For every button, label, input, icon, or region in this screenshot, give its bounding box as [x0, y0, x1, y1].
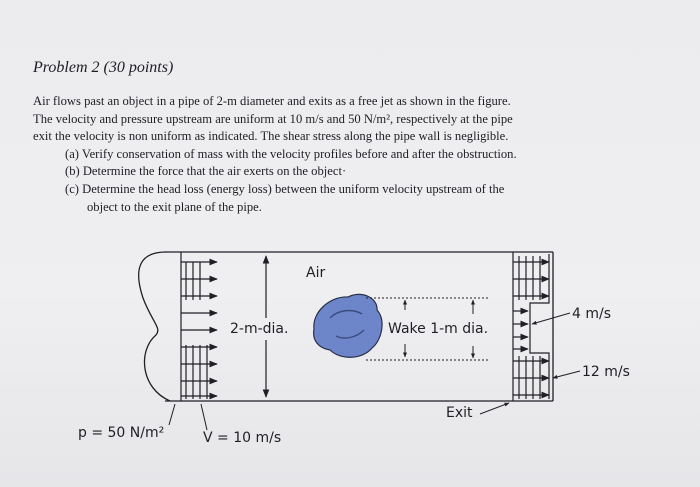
- obstruction-object: [313, 293, 383, 358]
- question-part-a: (a) Verify conservation of mass with the…: [65, 146, 517, 161]
- exit-label: Exit: [446, 405, 473, 421]
- exit-velocity-profile: [512, 252, 550, 401]
- velocity-label: V = 10 m/s: [203, 430, 282, 446]
- problem-title: Problem 2 (30 points): [33, 59, 174, 76]
- velocity-leader: [200, 403, 208, 431]
- statement-line: The velocity and pressure upstream are u…: [33, 111, 513, 126]
- inner-speed-leader: [552, 370, 581, 379]
- question-list: (a) Verify conservation of mass with the…: [33, 146, 643, 216]
- outer-speed-label: 4 m/s: [572, 306, 612, 322]
- question-part-c: (c) Determine the head loss (energy loss…: [65, 181, 505, 214]
- pressure-label: p = 50 N/m²: [78, 425, 165, 441]
- diameter-label: 2-m-dia.: [230, 321, 289, 337]
- problem-statement: Air flows past an object in a pipe of 2-…: [33, 93, 643, 216]
- outer-speed-leader: [531, 312, 571, 325]
- air-label: Air: [306, 265, 326, 281]
- pressure-leader: [168, 403, 176, 426]
- statement-line: exit the velocity is non uniform as indi…: [33, 129, 509, 144]
- upstream-velocity-profile: [180, 252, 218, 401]
- wake-label: Wake 1-m dia.: [388, 321, 489, 337]
- inner-speed-label: 12 m/s: [582, 364, 630, 380]
- question-part-b: (b) Determine the force that the air exe…: [65, 164, 347, 179]
- wake-region: [366, 297, 488, 361]
- exit-leader: [479, 402, 510, 415]
- inlet-wall: [138, 251, 171, 402]
- statement-line: Air flows past an object in a pipe of 2-…: [33, 94, 511, 108]
